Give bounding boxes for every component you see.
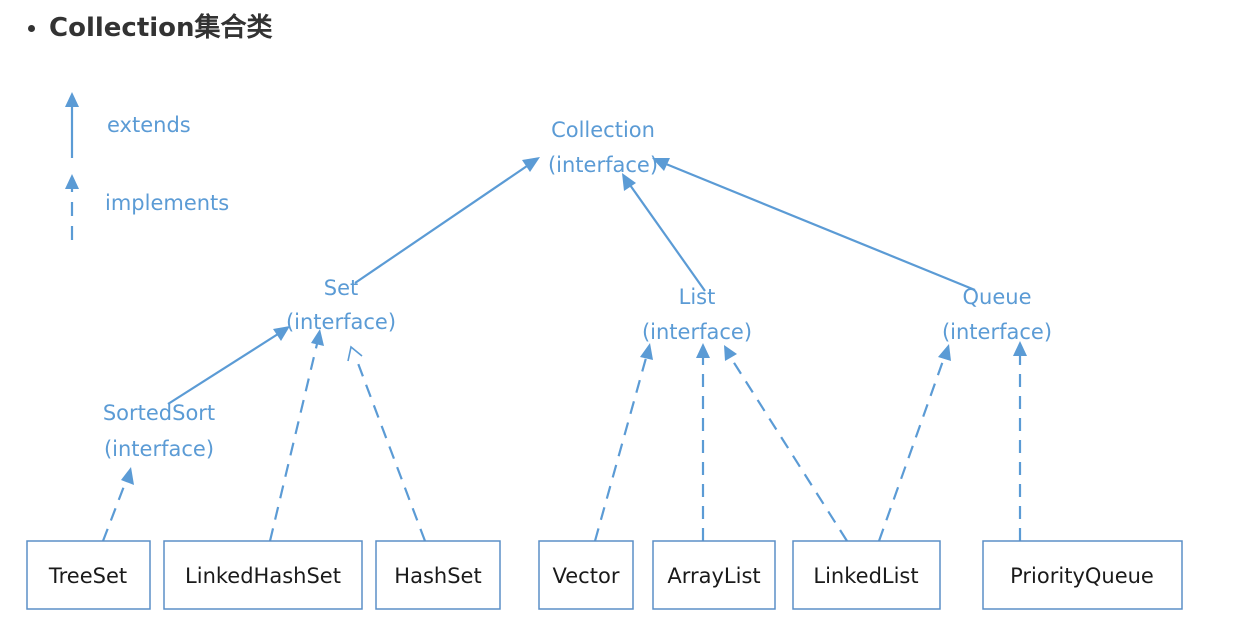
arrowhead-linkedhashset-set	[311, 329, 324, 346]
arrowhead-queue-collection	[652, 158, 670, 171]
list-name: List	[679, 285, 716, 309]
arraylist-box	[652, 540, 776, 610]
edge-vector-list	[593, 357, 648, 542]
class-nodes: TreeSet LinkedHashSet HashSet Vector Arr…	[26, 540, 1183, 610]
queue-name: Queue	[963, 285, 1032, 309]
arrowhead-vector-list	[640, 343, 653, 360]
edge-set-collection	[354, 165, 528, 284]
list-kind: (interface)	[642, 320, 752, 344]
node-arraylist: ArrayList	[652, 540, 776, 610]
linkedhashset-box	[163, 540, 363, 610]
arrowhead-linkedlist-list	[724, 345, 737, 361]
arraylist-label: ArrayList	[667, 564, 760, 588]
node-list: List (interface)	[642, 285, 752, 344]
linkedlist-box	[792, 540, 941, 610]
arrowhead-list-collection	[622, 173, 636, 191]
queue-kind: (interface)	[942, 320, 1052, 344]
node-queue: Queue (interface)	[942, 285, 1052, 344]
set-kind: (interface)	[286, 310, 396, 334]
node-sortedsort: SortedSort (interface)	[103, 401, 215, 461]
arrowhead-sortedsort-set	[273, 326, 290, 341]
arrowhead-arraylist-list	[696, 343, 710, 358]
legend-extends-label: extends	[107, 113, 191, 137]
collection-kind: (interface)	[548, 153, 658, 177]
node-vector: Vector	[538, 540, 634, 610]
bullet-icon	[28, 24, 35, 32]
hashset-label: HashSet	[394, 564, 481, 588]
interface-nodes: Collection (interface) Set (interface) L…	[103, 118, 1052, 461]
linkedhashset-label: LinkedHashSet	[185, 564, 341, 588]
node-set: Set (interface)	[286, 276, 396, 334]
set-name: Set	[324, 276, 358, 300]
node-priorityqueue: PriorityQueue	[982, 540, 1183, 610]
edge-linkedlist-list	[730, 357, 848, 542]
node-linkedhashset: LinkedHashSet	[163, 540, 363, 610]
arrowhead-priorityqueue-queue	[1013, 341, 1027, 356]
legend-implements-arrowhead	[65, 174, 79, 189]
edge-sortedsort-set	[167, 333, 279, 405]
collection-name: Collection	[551, 118, 655, 142]
legend-extends-arrowhead	[65, 92, 79, 107]
edge-linkedhashset-set	[268, 343, 319, 542]
node-treeset: TreeSet	[26, 540, 151, 610]
edge-list-collection	[629, 184, 706, 292]
node-linkedlist: LinkedList	[792, 540, 941, 610]
treeset-label: TreeSet	[48, 564, 127, 588]
edge-treeset-sortedsort	[101, 480, 128, 542]
arrowhead-set-collection	[522, 157, 540, 172]
heading-title: Collection集合类	[49, 13, 273, 43]
arrowhead-linkedlist-queue	[938, 344, 951, 361]
extends-edges	[167, 157, 976, 405]
vector-label: Vector	[553, 564, 620, 588]
edge-queue-collection	[665, 162, 976, 292]
edge-hashset-set	[354, 357, 427, 542]
priorityqueue-label: PriorityQueue	[1010, 564, 1154, 588]
arrowhead-hashset-set	[347, 345, 363, 362]
hashset-box	[375, 540, 501, 610]
sortedsort-name: SortedSort	[103, 401, 215, 425]
node-collection: Collection (interface)	[548, 118, 658, 177]
treeset-box	[26, 540, 151, 610]
arrowhead-treeset-sortedsort	[121, 467, 134, 485]
edge-linkedlist-queue	[877, 357, 946, 542]
legend: extends implements	[65, 92, 229, 240]
implements-edges	[101, 329, 1027, 542]
legend-implements-label: implements	[105, 191, 229, 215]
linkedlist-label: LinkedList	[813, 564, 918, 588]
vector-box	[538, 540, 634, 610]
node-hashset: HashSet	[375, 540, 501, 610]
section-heading: Collection集合类	[28, 10, 273, 46]
priorityqueue-box	[982, 540, 1183, 610]
sortedsort-kind: (interface)	[104, 437, 214, 461]
